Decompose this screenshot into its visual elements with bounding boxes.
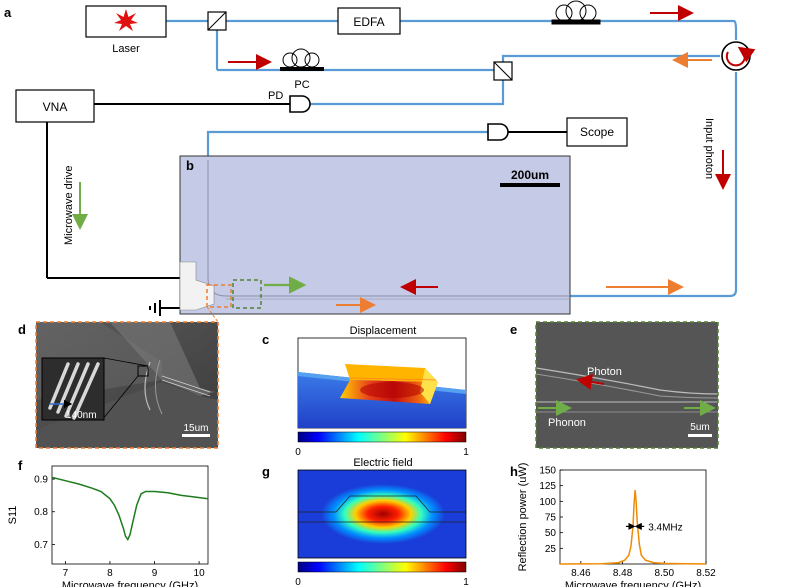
scale-bar-15um: 15um	[183, 423, 208, 434]
x-tick-label: 9	[152, 568, 158, 579]
vna-box: VNA	[15, 89, 95, 123]
laser-label: Laser	[112, 43, 140, 55]
scale-bar-200um: 200um	[511, 168, 549, 182]
displacement-title: Displacement	[350, 325, 417, 337]
scope-label: Scope	[580, 125, 614, 139]
x-tick-label: 8.50	[655, 568, 675, 579]
photodetector: PD	[268, 90, 311, 113]
series-line	[559, 490, 707, 565]
vna-label: VNA	[43, 100, 68, 114]
panel-letter-d: d	[18, 322, 26, 337]
electric-field-title: Electric field	[353, 457, 412, 469]
x-tick-label: 10	[194, 568, 206, 579]
colorbar-g-max: 1	[463, 577, 469, 587]
y-tick-label: 0.7	[34, 540, 48, 551]
x-tick-label: 8.46	[571, 568, 591, 579]
scope-detector	[487, 123, 509, 141]
beam-splitter-2	[493, 61, 513, 81]
fiber-coil-top	[551, 0, 601, 25]
y-tick-label: 50	[545, 528, 557, 539]
sem-image-d: 140nm 15um	[35, 321, 219, 449]
sem-image-e: Photon Phonon 5um	[535, 321, 719, 449]
y-tick-label: 125	[539, 481, 556, 492]
phonon-label: Phonon	[548, 417, 586, 429]
x-axis-label: Microwave frequency (GHz)	[62, 580, 198, 587]
y-tick-label: 150	[539, 466, 556, 477]
polarization-controller: PC	[280, 48, 324, 91]
series-line	[51, 476, 209, 542]
x-tick-label: 7	[63, 568, 69, 579]
y-tick-label: 0.9	[34, 475, 48, 486]
colorbar-c: 0 1	[295, 431, 469, 458]
y-axis-label: Reflection power (uW)	[517, 463, 529, 572]
colorbar-c-max: 1	[463, 447, 469, 458]
edfa-label: EDFA	[353, 15, 384, 29]
pd-label: PD	[268, 90, 283, 102]
panel-letter-c: c	[262, 332, 269, 347]
colorbar-c-min: 0	[295, 447, 301, 458]
y-tick-label: 25	[545, 544, 557, 555]
scope-box: Scope	[566, 117, 628, 147]
linewidth-annotation: 3.4MHz	[648, 522, 682, 533]
colorbar-g-min: 0	[295, 577, 301, 587]
plot-h: 8.46 8.48 8.50 8.52 25 50 75 100 125 150Microwave…	[517, 463, 716, 587]
edfa-box: EDFA	[337, 7, 401, 35]
y-tick-label: 75	[545, 513, 557, 524]
x-tick-label: 8.48	[613, 568, 633, 579]
panel-letter-e: e	[510, 322, 517, 337]
photon-label: Photon	[587, 366, 622, 378]
waveguide-region-box	[232, 279, 262, 309]
laser-burst-icon	[114, 9, 138, 31]
x-axis-label: Microwave frequency (GHz)	[565, 580, 701, 587]
scale-bar-5um: 5um	[690, 422, 709, 433]
laser: Laser	[85, 5, 167, 55]
displacement-simulation	[297, 337, 467, 429]
panel-letter-b: b	[186, 158, 194, 173]
input-photon-label: Input photon	[703, 118, 715, 179]
electric-field-simulation	[297, 469, 467, 559]
panel-letter-g: g	[262, 464, 270, 479]
pc-label: PC	[294, 79, 309, 91]
red-arrow-photon	[576, 374, 605, 390]
plot-frame	[51, 465, 209, 565]
microwave-drive-label: Microwave drive	[63, 166, 75, 245]
panel-letter-f: f	[18, 458, 23, 473]
panel-letter-a: a	[4, 5, 12, 20]
y-axis-label: S11	[7, 506, 19, 525]
gap-label-140nm: 140nm	[66, 410, 97, 421]
connector-d	[206, 306, 219, 323]
beam-splitter-1	[207, 11, 227, 31]
optical-micrograph: 200um	[179, 155, 571, 315]
x-tick-label: 8	[107, 568, 113, 579]
colorbar-g: 0 1	[295, 561, 469, 587]
y-tick-label: 100	[539, 497, 556, 508]
x-tick-label: 8.52	[696, 568, 716, 579]
idt-region-box	[206, 284, 232, 308]
circulator	[721, 41, 756, 71]
y-tick-label: 0.8	[34, 507, 48, 518]
panel-letter-h: h	[510, 464, 518, 479]
